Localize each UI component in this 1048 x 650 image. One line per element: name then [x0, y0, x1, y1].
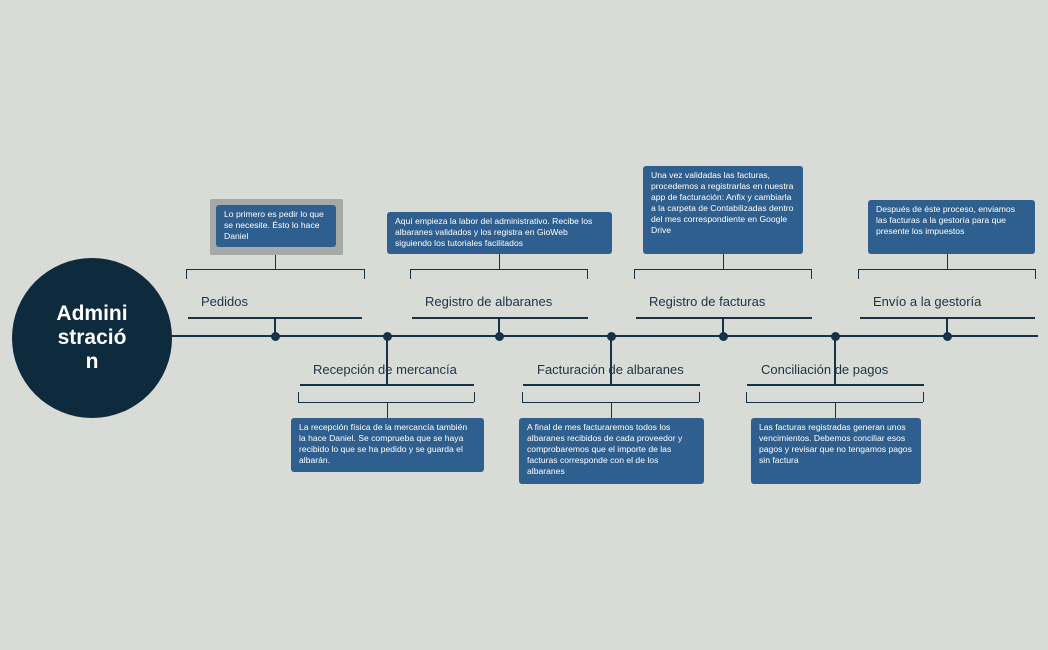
note-bracket — [858, 269, 1035, 270]
note-bracket-link — [499, 254, 500, 269]
note-bracket-tick — [746, 392, 747, 402]
note-bracket-link — [723, 254, 724, 269]
branch-underline — [636, 317, 812, 319]
branch-title: Conciliación de pagos — [761, 362, 889, 377]
branch-title: Recepción de mercancía — [313, 362, 457, 377]
branch-title: Facturación de albaranes — [537, 362, 684, 377]
note-bracket-tick — [186, 269, 187, 279]
branch-note: Lo primero es pedir lo que se necesite. … — [216, 205, 336, 247]
note-bracket-tick — [634, 269, 635, 279]
branch-connector — [386, 336, 388, 384]
branch-underline — [412, 317, 588, 319]
branch-node-dot — [271, 332, 280, 341]
branch-node-dot — [495, 332, 504, 341]
branch-underline — [747, 384, 924, 386]
note-bracket-tick — [923, 392, 924, 402]
note-bracket-tick — [364, 269, 365, 279]
timeline-spine — [170, 335, 1038, 337]
note-bracket — [522, 402, 699, 403]
note-bracket — [410, 269, 587, 270]
note-bracket — [298, 402, 474, 403]
root-label: Administración — [56, 302, 128, 373]
branch-note: A final de mes facturaremos todos los al… — [519, 418, 704, 484]
note-bracket-tick — [474, 392, 475, 402]
note-bracket-link — [611, 402, 612, 418]
note-bracket-tick — [858, 269, 859, 279]
note-bracket-tick — [410, 269, 411, 279]
branch-title: Registro de albaranes — [425, 294, 553, 309]
branch-connector — [946, 317, 948, 336]
branch-note: La recepción física de la mercancía tamb… — [291, 418, 484, 472]
note-bracket — [634, 269, 811, 270]
branch-note: Una vez validadas las facturas, procedem… — [643, 166, 803, 254]
note-bracket-link — [275, 247, 276, 269]
note-bracket — [186, 269, 364, 270]
note-bracket-tick — [699, 392, 700, 402]
branch-connector — [274, 317, 276, 336]
note-bracket — [746, 402, 923, 403]
note-bracket-tick — [587, 269, 588, 279]
branch-note: Aquí empieza la labor del administrativo… — [387, 212, 612, 254]
note-bracket-link — [835, 402, 836, 418]
branch-underline — [300, 384, 474, 386]
branch-underline — [523, 384, 700, 386]
branch-underline — [188, 317, 362, 319]
branch-note: Las facturas registradas generan unos ve… — [751, 418, 921, 484]
branch-connector — [498, 317, 500, 336]
branch-node-dot — [943, 332, 952, 341]
branch-connector — [722, 317, 724, 336]
branch-connector — [834, 336, 836, 384]
branch-title: Envío a la gestoría — [873, 294, 982, 309]
note-bracket-link — [387, 402, 388, 418]
branch-connector — [610, 336, 612, 384]
branch-node-dot — [719, 332, 728, 341]
note-bracket-tick — [811, 269, 812, 279]
branch-underline — [860, 317, 1035, 319]
root-node: Administración — [12, 258, 172, 418]
note-bracket-tick — [1035, 269, 1036, 279]
branch-title: Registro de facturas — [649, 294, 766, 309]
branch-note: Después de éste proceso, enviamos las fa… — [868, 200, 1035, 254]
note-bracket-tick — [522, 392, 523, 402]
note-bracket-tick — [298, 392, 299, 402]
note-bracket-link — [947, 254, 948, 269]
branch-title: Pedidos — [201, 294, 248, 309]
